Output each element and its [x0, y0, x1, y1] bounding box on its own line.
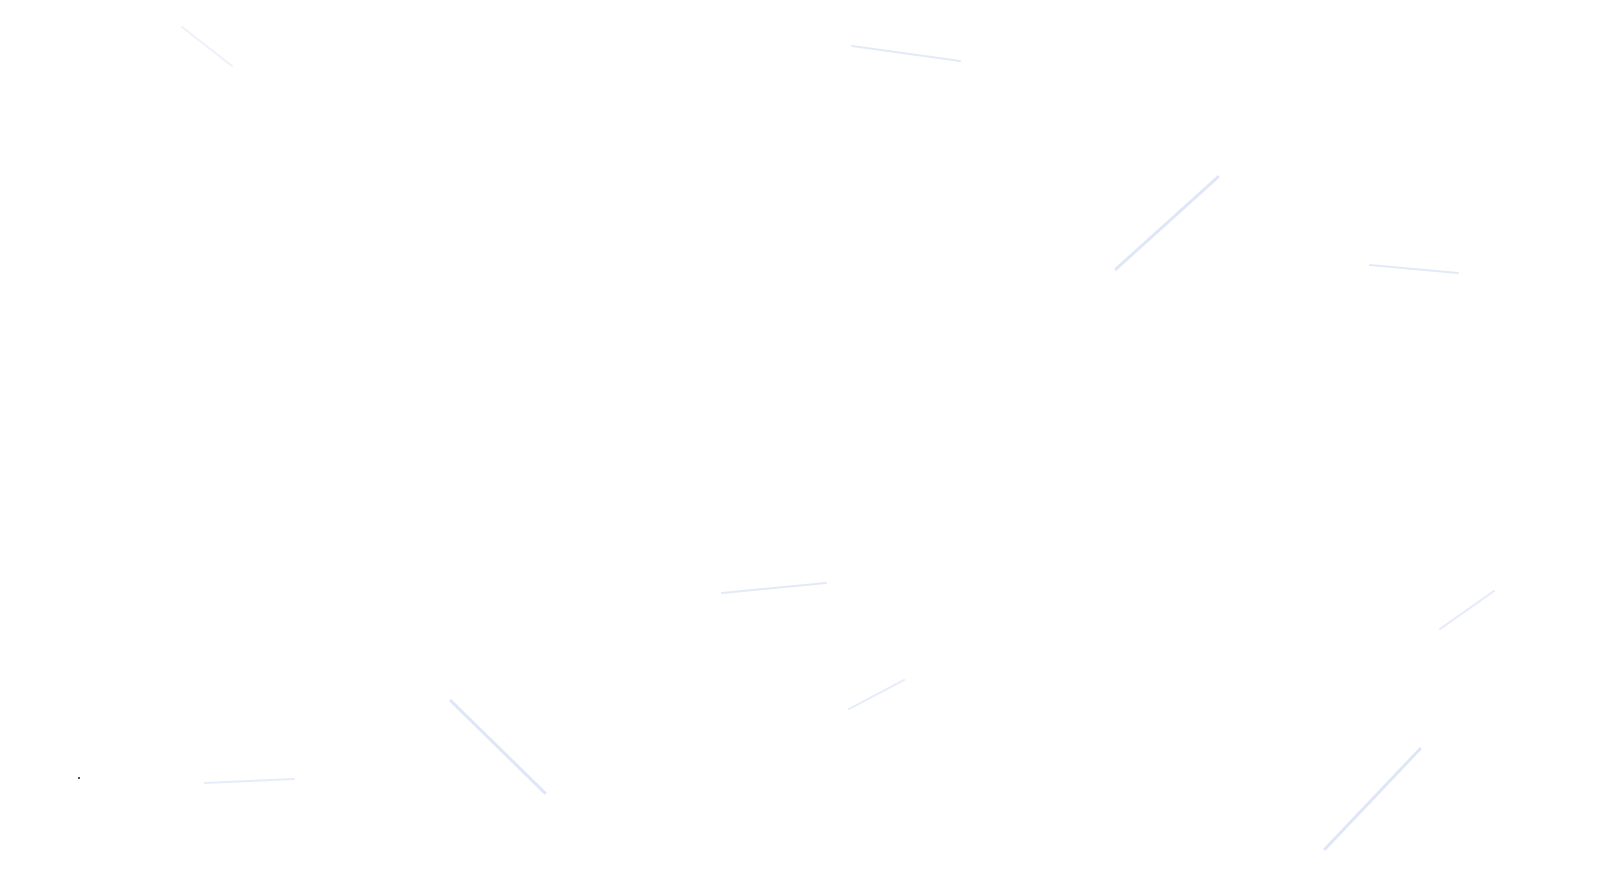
streak-7: [848, 679, 905, 710]
streak-1: [181, 26, 233, 67]
streak-5: [721, 582, 827, 594]
streak-3: [1114, 175, 1220, 271]
streak-8: [449, 699, 547, 795]
streak-9: [204, 778, 295, 784]
streak-10: [1323, 747, 1422, 851]
streak-2: [851, 45, 961, 62]
marker-dot: [78, 777, 80, 779]
streak-6: [1439, 590, 1495, 630]
streak-4: [1369, 264, 1459, 274]
